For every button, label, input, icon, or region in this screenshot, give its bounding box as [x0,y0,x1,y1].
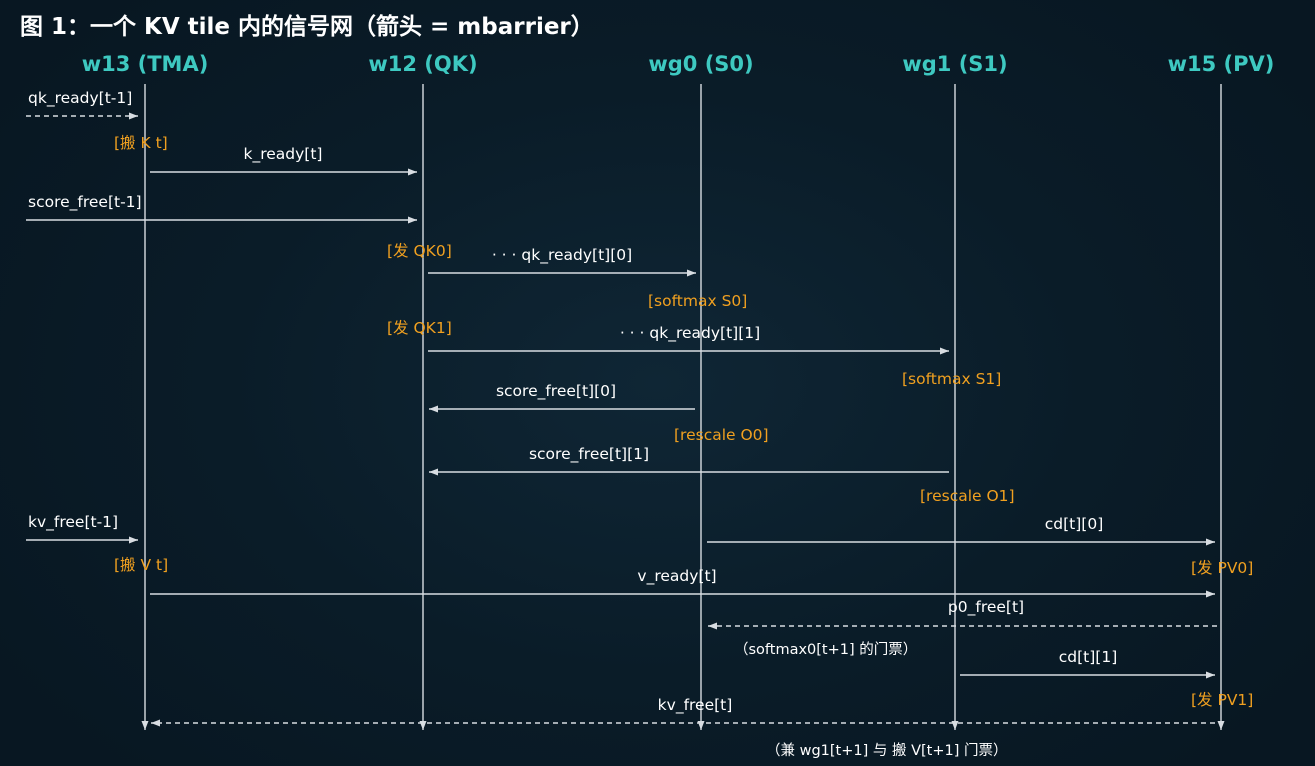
action-label: [softmax S1] [902,370,1001,388]
action-label: [发 PV1] [1191,691,1253,709]
action-label: [发 QK0] [387,242,452,260]
lane-header-w13: w13 (TMA) [82,52,209,76]
message-label: score_free[t][1] [529,445,649,464]
message-label: cd[t][0] [1045,515,1104,533]
action-label: [发 PV0] [1191,559,1253,577]
action-label: [softmax S0] [648,292,747,310]
lane-headers: w13 (TMA) w12 (QK) wg0 (S0) wg1 (S1) w15 (PV… [82,52,1275,76]
message-label: k_ready[t] [244,145,323,164]
message-label: kv_free[t] [658,696,733,715]
action-labels: [搬 K t] [发 QK0] [softmax S0] [发 QK1] [softma… [114,134,1253,709]
message-label: · · · qk_ready[t][1] [620,324,760,343]
message-label: kv_free[t-1] [28,513,118,532]
message-label: · · · qk_ready[t][0] [492,246,632,265]
lane-lifelines [141,84,1225,730]
note-label: （兼 wg1[t+1] 与 搬 V[t+1] 门票） [766,742,1008,759]
lane-header-w15: w15 (PV) [1168,52,1275,76]
action-label: [搬 V t] [114,556,168,574]
lane-header-wg1: wg1 (S1) [902,52,1007,76]
message-label: p0_free[t] [948,598,1024,617]
note-label: （softmax0[t+1] 的门票） [734,641,917,658]
message-label: v_ready[t] [637,567,716,586]
message-label: qk_ready[t-1] [28,89,132,108]
note-labels: （softmax0[t+1] 的门票） （兼 wg1[t+1] 与 搬 V[t+1… [734,641,1008,759]
message-label: cd[t][1] [1059,648,1118,666]
action-label: [发 QK1] [387,319,452,337]
lane-header-wg0: wg0 (S0) [648,52,753,76]
figure-title: 图 1：一个 KV tile 内的信号网（箭头 = mbarrier） [20,13,594,40]
action-label: [rescale O1] [920,487,1015,505]
message-label: score_free[t-1] [28,193,142,212]
message-labels: qk_ready[t-1] k_ready[t] score_free[t-1] · … [28,89,1117,715]
action-label: [搬 K t] [114,134,168,152]
message-arrows [26,112,1217,727]
message-label: score_free[t][0] [496,382,616,401]
action-label: [rescale O0] [674,426,769,444]
lane-header-w12: w12 (QK) [368,52,477,76]
